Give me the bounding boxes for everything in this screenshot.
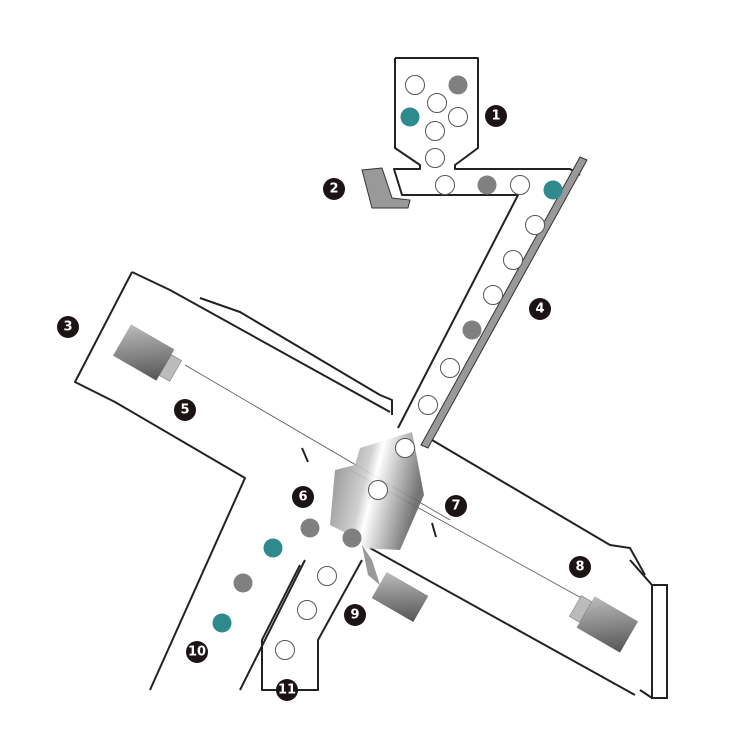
reject-chute-inner <box>239 559 306 691</box>
housing-top-right <box>431 439 646 576</box>
housing-bottom <box>369 547 636 696</box>
callout-badge-10: 10 <box>186 641 208 663</box>
ball-gray <box>462 320 482 340</box>
ball-white <box>297 600 317 620</box>
callout-circle <box>57 316 79 338</box>
balls-layer <box>212 75 563 660</box>
ball-white <box>525 215 545 235</box>
ball-gray <box>233 573 253 593</box>
callout-badge-11: 11 <box>276 679 298 701</box>
ball-white <box>427 93 447 113</box>
beam-stop-right <box>431 522 437 538</box>
hopper-left-wall <box>393 58 519 429</box>
end-plate <box>651 584 668 699</box>
callout-badge-5: 5 <box>174 399 196 421</box>
callout-number: 6 <box>298 490 307 505</box>
callout-number: 5 <box>180 403 189 418</box>
callout-badge-8: 8 <box>569 556 591 578</box>
ball-gray <box>477 175 497 195</box>
ball-white <box>448 107 468 127</box>
accept-chute <box>261 559 363 691</box>
camera-box-left <box>74 271 246 691</box>
callout-number: 8 <box>575 560 584 575</box>
ball-white <box>503 250 523 270</box>
ball-white <box>440 358 460 378</box>
camera-right <box>568 595 638 653</box>
callout-circle <box>292 486 314 508</box>
callout-number: 10 <box>188 645 206 660</box>
ball-teal <box>400 107 420 127</box>
callout-badge-9: 9 <box>344 604 366 626</box>
ball-gray <box>448 75 468 95</box>
callout-circle <box>445 495 467 517</box>
callout-number: 1 <box>491 109 500 124</box>
ball-white <box>395 438 415 458</box>
ball-white <box>418 395 438 415</box>
ball-white <box>435 175 455 195</box>
ball-white <box>405 75 425 95</box>
callout-number: 11 <box>278 683 296 698</box>
ball-gray <box>342 528 362 548</box>
ball-white <box>425 148 445 168</box>
hopper <box>395 57 581 176</box>
callout-circle <box>186 641 208 663</box>
callout-number: 7 <box>451 499 460 514</box>
camera-box-right <box>629 559 653 699</box>
slide-rail <box>420 156 588 449</box>
background-light <box>371 572 429 622</box>
housing-inner-top <box>199 297 393 415</box>
housing-top <box>131 271 391 413</box>
ball-teal <box>263 538 283 558</box>
callout-circle <box>174 399 196 421</box>
camera-left <box>113 324 183 382</box>
callout-number: 4 <box>535 302 544 317</box>
callout-circle <box>529 298 551 320</box>
callout-badge-6: 6 <box>292 486 314 508</box>
callout-badge-2: 2 <box>323 178 345 200</box>
callout-circle <box>276 679 298 701</box>
callout-badge-4: 4 <box>529 298 551 320</box>
ball-white <box>368 480 388 500</box>
callout-number: 3 <box>63 320 72 335</box>
callout-badge-7: 7 <box>445 495 467 517</box>
ball-teal <box>212 613 232 633</box>
ball-white <box>483 285 503 305</box>
ball-white <box>317 566 337 586</box>
ball-white <box>275 640 295 660</box>
callout-number: 2 <box>329 182 338 197</box>
beam-stop-left <box>301 447 309 463</box>
callout-circle <box>485 105 507 127</box>
callouts-layer: 1 2 3 4 5 6 7 8 9 10 11 <box>57 105 591 701</box>
callout-badge-1: 1 <box>485 105 507 127</box>
callout-circle <box>569 556 591 578</box>
air-jet <box>362 545 380 585</box>
callout-number: 9 <box>350 608 359 623</box>
callout-circle <box>323 178 345 200</box>
callout-circle <box>344 604 366 626</box>
ball-teal <box>543 180 563 200</box>
vibratory-feeder <box>361 167 411 209</box>
ball-white <box>510 175 530 195</box>
ball-gray <box>300 518 320 538</box>
callout-badge-3: 3 <box>57 316 79 338</box>
ball-white <box>425 121 445 141</box>
